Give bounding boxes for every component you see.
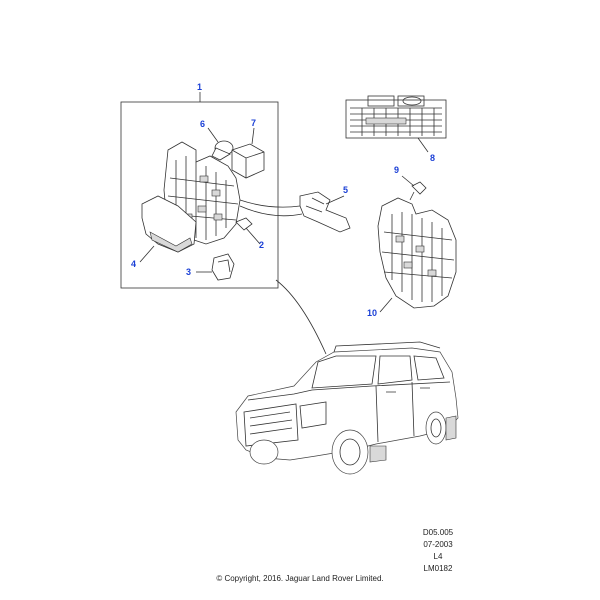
screw-part-9 [409, 181, 427, 201]
callout-8[interactable]: 8 [430, 153, 435, 163]
section-code: D05.005 [422, 528, 454, 537]
revision-date: 07-2003 [423, 540, 453, 549]
callout-9[interactable]: 9 [394, 165, 399, 175]
fusebox-part-10 [377, 197, 457, 309]
vehicle-illustration [235, 341, 459, 475]
bracket-part-5 [299, 191, 351, 233]
leader-8 [417, 137, 429, 153]
leader-7 [251, 127, 255, 145]
callout-7[interactable]: 7 [251, 118, 256, 128]
callout-1[interactable]: 1 [197, 82, 202, 92]
fusebox-cover [141, 195, 197, 253]
callout-10[interactable]: 10 [367, 308, 377, 318]
fuse-part-2 [235, 217, 253, 231]
location-pointer [275, 279, 327, 355]
assembly-frame [120, 101, 279, 289]
leader-2 [245, 227, 261, 245]
label-card-part-8 [345, 95, 447, 139]
clip-part-3 [211, 253, 235, 281]
copyright-notice: © Copyright, 2016. Jaguar Land Rover Lim… [216, 574, 384, 583]
callout-2[interactable]: 2 [259, 240, 264, 250]
callout-3[interactable]: 3 [186, 267, 191, 277]
leader-5 [325, 195, 345, 205]
callout-5[interactable]: 5 [343, 185, 348, 195]
level-code: L4 [433, 552, 443, 561]
callout-4[interactable]: 4 [131, 259, 136, 269]
relay-part-6 [211, 140, 234, 161]
relay-part-7 [231, 143, 265, 179]
leader-6 [207, 127, 219, 143]
callout-6[interactable]: 6 [200, 119, 205, 129]
leader-9 [401, 175, 415, 187]
illustration-code: LM0182 [423, 564, 453, 573]
bracket-link [239, 199, 303, 217]
leader-4 [139, 245, 155, 263]
leader-10 [379, 297, 393, 313]
